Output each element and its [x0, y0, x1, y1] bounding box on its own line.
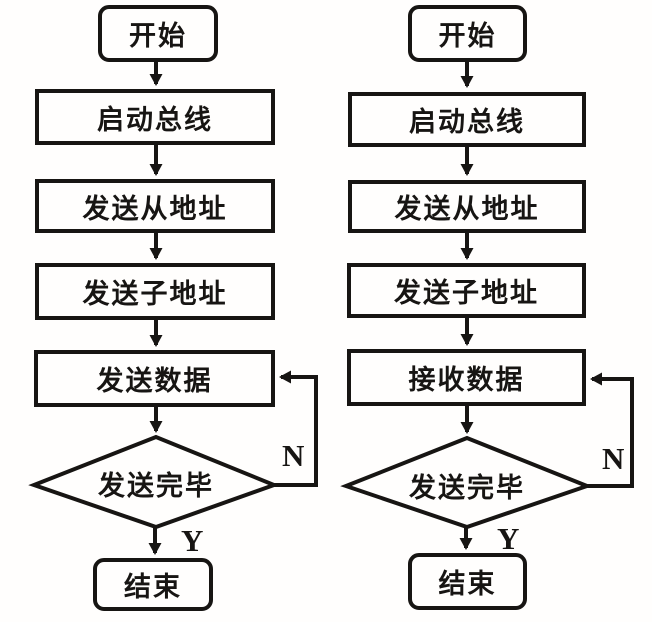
left-process-send-sub-address: 发送子地址 — [35, 263, 275, 320]
left-decision-label: 发送完毕 — [98, 470, 214, 501]
left-end-label: 结束 — [124, 572, 182, 602]
left-process-send-data-label: 发送数据 — [96, 366, 213, 396]
right-no-branch-label: N — [602, 441, 625, 476]
right-end-terminal: 结束 — [408, 553, 527, 610]
left-process-send-slave-address: 发送从地址 — [35, 179, 275, 233]
right-yes-branch-label: Y — [497, 521, 520, 556]
right-process-receive-data: 接收数据 — [347, 349, 586, 406]
right-process-start-bus: 启动总线 — [348, 92, 586, 147]
right-process-send-sub-address: 发送子地址 — [347, 263, 586, 318]
left-yes-branch-label: Y — [181, 523, 204, 558]
left-process-start-bus: 启动总线 — [35, 89, 275, 145]
right-process-receive-data-label: 接收数据 — [408, 365, 525, 395]
right-decision-label: 发送完毕 — [409, 472, 525, 503]
left-end-terminal: 结束 — [93, 558, 213, 611]
right-process-send-slave-address-label: 发送从地址 — [394, 194, 540, 224]
left-process-send-data: 发送数据 — [34, 350, 275, 407]
left-process-start-bus-label: 启动总线 — [97, 104, 213, 135]
left-process-send-slave-address-label: 发送从地址 — [82, 193, 228, 224]
right-process-send-slave-address: 发送从地址 — [348, 180, 586, 233]
right-process-start-bus-label: 启动总线 — [409, 107, 525, 137]
left-process-send-sub-address-label: 发送子地址 — [82, 279, 228, 309]
right-process-send-sub-address-label: 发送子地址 — [394, 278, 539, 308]
right-start-terminal: 开始 — [408, 5, 527, 62]
left-no-branch-label: N — [282, 438, 305, 473]
right-start-label: 开始 — [438, 21, 497, 51]
right-end-label: 结束 — [438, 569, 497, 599]
left-start-label: 开始 — [129, 21, 187, 51]
left-start-terminal: 开始 — [98, 5, 218, 62]
